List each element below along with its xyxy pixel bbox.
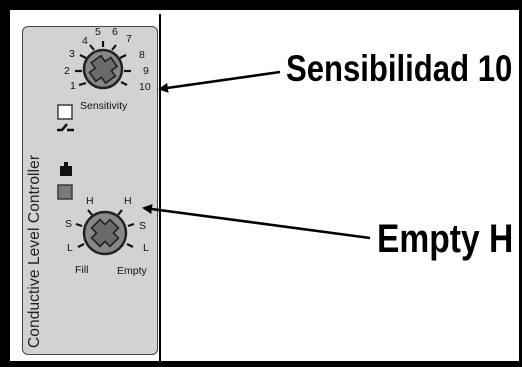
fill-low-label: L (67, 242, 73, 254)
sensitivity-callout: Sensibilidad 10 (286, 48, 513, 89)
sensitivity-tick-4: 4 (82, 35, 88, 47)
sensitivity-tick-9: 9 (143, 65, 149, 77)
sensitivity-tick-7: 7 (126, 33, 132, 45)
mode-knob[interactable] (82, 210, 128, 256)
sensitivity-tick-10: 10 (139, 81, 151, 93)
sensitivity-tick-8: 8 (139, 49, 145, 61)
sensitivity-tick-1: 1 (70, 80, 76, 92)
empty-caption: Empty (117, 265, 147, 277)
pump-icon (60, 162, 72, 176)
status-indicator-box (57, 184, 73, 200)
sensitivity-arrow (158, 70, 281, 93)
empty-low-label: L (143, 242, 149, 254)
mode-arrow (142, 204, 371, 240)
sensitivity-tick-2: 2 (64, 65, 70, 77)
empty-standard-label: S (139, 220, 147, 232)
fill-caption: Fill (75, 264, 89, 276)
fill-high-label: H (86, 195, 94, 207)
sensitivity-knob[interactable] (82, 48, 124, 90)
empty-high-label: H (124, 195, 132, 207)
controller-faceplate (22, 26, 158, 355)
mode-callout: Empty H (377, 217, 514, 261)
relay-indicator-box (57, 104, 73, 120)
sensitivity-label: Sensitivity (80, 100, 128, 112)
sensitivity-tick-3: 3 (69, 48, 75, 60)
sensitivity-tick-5: 5 (95, 26, 101, 38)
sensitivity-tick-marks (75, 41, 131, 87)
mode-tick-marks (75, 209, 135, 248)
fill-standard-label: S (65, 218, 73, 230)
relay-contact-icon (57, 123, 74, 132)
sensitivity-tick-6: 6 (112, 26, 118, 38)
